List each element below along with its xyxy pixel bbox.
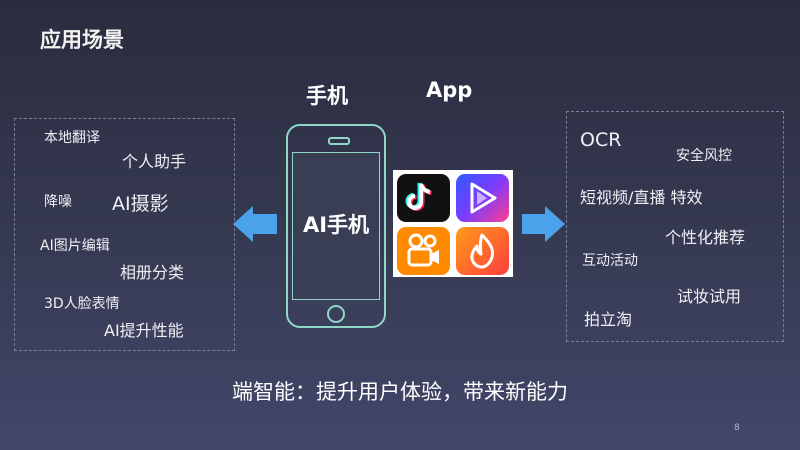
feature-noise-reduction: 降噪 (44, 194, 72, 210)
feature-virtual-try-on: 试妆试用 (677, 287, 742, 306)
phone-icon: AI手机 (286, 124, 386, 328)
huoshan-icon (456, 227, 509, 275)
page-number: 8 (734, 423, 740, 433)
feature-pailitao: 拍立淘 (584, 310, 633, 329)
feature-ai-image-edit: AI图片编辑 (40, 238, 110, 254)
slide-conclusion: 端智能：提升用户体验，带来新能力 (232, 380, 568, 404)
page-title: 应用场景 (40, 28, 124, 52)
arrow-left-icon (233, 206, 253, 242)
arrow-right-shaft (522, 214, 546, 234)
feature-local-translate: 本地翻译 (44, 130, 100, 146)
phone-header: 手机 (306, 84, 348, 108)
video-player-icon (456, 174, 509, 222)
arrow-left-shaft (253, 214, 277, 234)
feature-album-classify: 相册分类 (120, 263, 185, 282)
feature-personal-assistant: 个人助手 (122, 152, 187, 171)
app-icons-grid (393, 170, 513, 277)
phone-screen: AI手机 (292, 152, 380, 300)
app-header: App (426, 78, 473, 102)
feature-ocr: OCR (580, 129, 622, 151)
ai-phone-label: AI手机 (302, 213, 370, 237)
arrow-right-icon (545, 206, 565, 242)
feature-ai-photography: AI摄影 (112, 193, 169, 215)
phone-speaker (328, 137, 350, 145)
feature-ai-performance: AI提升性能 (104, 321, 184, 340)
feature-interactive-activity: 互动活动 (582, 253, 638, 269)
app-features-box (566, 111, 784, 342)
feature-3d-face-expression: 3D人脸表情 (44, 296, 120, 312)
feature-personalized-recommendation: 个性化推荐 (665, 228, 746, 247)
kuaishou-icon (397, 227, 450, 275)
feature-short-video-effects: 短视频/直播 特效 (580, 188, 703, 207)
feature-security-risk-control: 安全风控 (676, 148, 732, 164)
tiktok-icon (397, 174, 450, 222)
phone-home-button (327, 305, 345, 323)
